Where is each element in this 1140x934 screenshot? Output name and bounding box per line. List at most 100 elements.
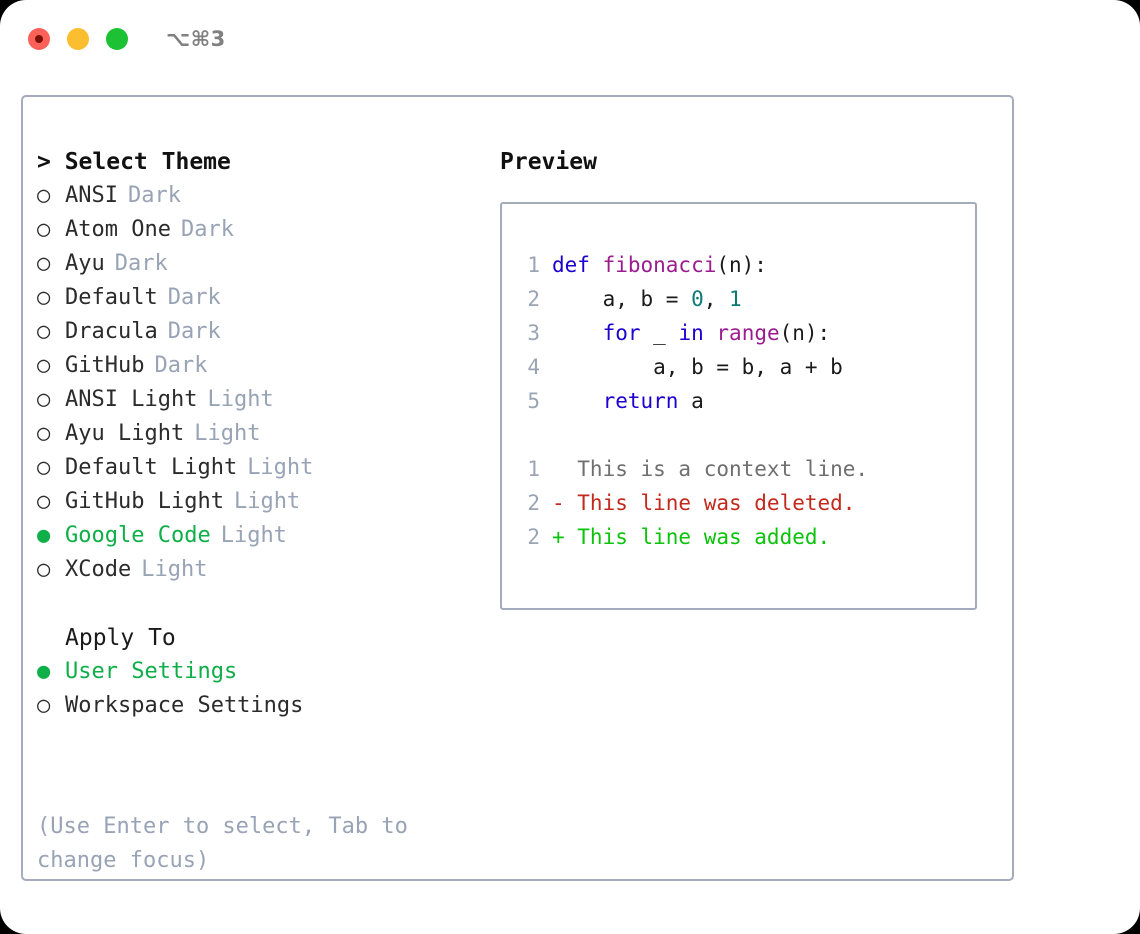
radio-unselected-icon: ○ [37,183,51,208]
theme-option-default[interactable]: ○ Default Dark [37,281,487,315]
radio-unselected-icon: ○ [37,421,51,446]
theme-option-variant: Dark [154,353,208,378]
code-token-pl: , [703,287,730,311]
diff-line-text: This is a context line. [552,457,869,481]
diff-line-text: - This line was deleted. [552,491,856,515]
radio-unselected-icon: ○ [37,557,51,582]
section-spacer [37,587,487,621]
select-theme-header: > Select Theme [37,149,231,175]
code-token-kw: return [602,389,679,413]
theme-option-variant: Dark [167,319,221,344]
line-number: 3 [527,321,540,345]
code-line-text: a, b = 0, 1 [552,282,742,316]
line-number: 4 [527,355,540,379]
diff-line-text: + This line was added. [552,525,831,549]
zoom-button[interactable] [106,28,128,50]
theme-option-dracula[interactable]: ○ Dracula Dark [37,315,487,349]
theme-option-variant: Dark [180,217,234,242]
preview-title: Preview [500,149,597,175]
theme-option-variant: Light [207,387,274,412]
theme-option-label: Atom One [65,217,171,242]
code-token-pl [552,389,603,413]
theme-option-variant: Dark [127,183,181,208]
code-token-pl: (n): [779,321,831,345]
close-button[interactable] [28,28,50,50]
theme-option-variant: Dark [114,251,168,276]
preview-section: Preview [500,145,1000,179]
line-number: 2 [527,287,540,311]
theme-option-variant: Light [141,557,208,582]
theme-option-label: ANSI [65,183,118,208]
code-token-pl [704,321,717,345]
title-bar: ⌥⌘3 [0,0,1140,78]
theme-option-default-light[interactable]: ○ Default Light Light [37,451,487,485]
theme-option-label: GitHub Light [65,489,224,514]
theme-option-ansi-light[interactable]: ○ ANSI Light Light [37,383,487,417]
code-token-num: 0 [691,287,704,311]
code-line: 4 a, b = b, a + b [514,350,969,384]
code-token-kw: for [602,321,641,345]
code-line-text: a, b = b, a + b [552,350,843,384]
theme-option-variant: Light [247,455,314,480]
code-token-pl: a, b = [552,287,692,311]
code-token-pl [552,321,603,345]
theme-option-ayu[interactable]: ○ Ayu Dark [37,247,487,281]
radio-unselected-icon: ○ [37,217,51,242]
code-token-pl: _ [640,321,679,345]
theme-option-atom-one[interactable]: ○ Atom One Dark [37,213,487,247]
radio-unselected-icon: ○ [37,285,51,310]
code-line: 3 for _ in range(n): [514,316,969,350]
radio-unselected-icon: ○ [37,319,51,344]
theme-option-label: Default [65,285,158,310]
minimize-button[interactable] [67,28,89,50]
theme-option-label: GitHub [65,353,145,378]
radio-unselected-icon: ○ [37,251,51,276]
theme-option-label: Dracula [65,319,158,344]
radio-unselected-icon: ○ [37,489,51,514]
theme-option-variant: Light [194,421,261,446]
theme-option-label: Ayu [65,251,105,276]
apply-to-header: Apply To [65,625,176,651]
line-number: 2 [527,525,540,549]
theme-option-variant: Dark [167,285,221,310]
keyboard-shortcut-label: ⌥⌘3 [166,27,226,51]
theme-option-label: Default Light [65,455,238,480]
diff-block: 1 This is a context line. 2 - This line wa… [514,452,969,554]
diff-line-ctx: 1 This is a context line. [514,452,969,486]
diff-line-add: 2 + This line was added. [514,520,969,554]
code-token-kw: in [678,321,704,345]
radio-unselected-icon: ○ [37,455,51,480]
radio-unselected-icon: ○ [37,693,51,718]
theme-option-ansi[interactable]: ○ ANSI Dark [37,179,487,213]
code-token-pl: (n): [716,253,767,277]
code-token-kw: def [552,253,603,277]
code-line: 2 a, b = 0, 1 [514,282,969,316]
theme-option-label: ANSI Light [65,387,198,412]
code-line-text: def fibonacci(n): [552,248,767,282]
code-line-text: return a [552,384,704,418]
line-number: 5 [527,389,540,413]
code-token-pl: a, b = b, a + b [552,355,843,379]
code-line: 5 return a [514,384,969,418]
line-number: 2 [527,491,540,515]
apply-to-option-user-settings[interactable]: ●User Settings [37,655,487,689]
diff-line-del: 2 - This line was deleted. [514,486,969,520]
radio-unselected-icon: ○ [37,387,51,412]
radio-selected-icon: ● [37,523,51,548]
hint-text: (Use Enter to select, Tab to change focu… [37,814,422,873]
apply-to-option-workspace-settings[interactable]: ○Workspace Settings [37,689,487,723]
theme-option-label: Google Code [65,523,211,548]
code-token-fn: range [716,321,780,345]
theme-option-variant: Light [220,523,287,548]
theme-option-google-code[interactable]: ● Google Code Light [37,519,487,553]
